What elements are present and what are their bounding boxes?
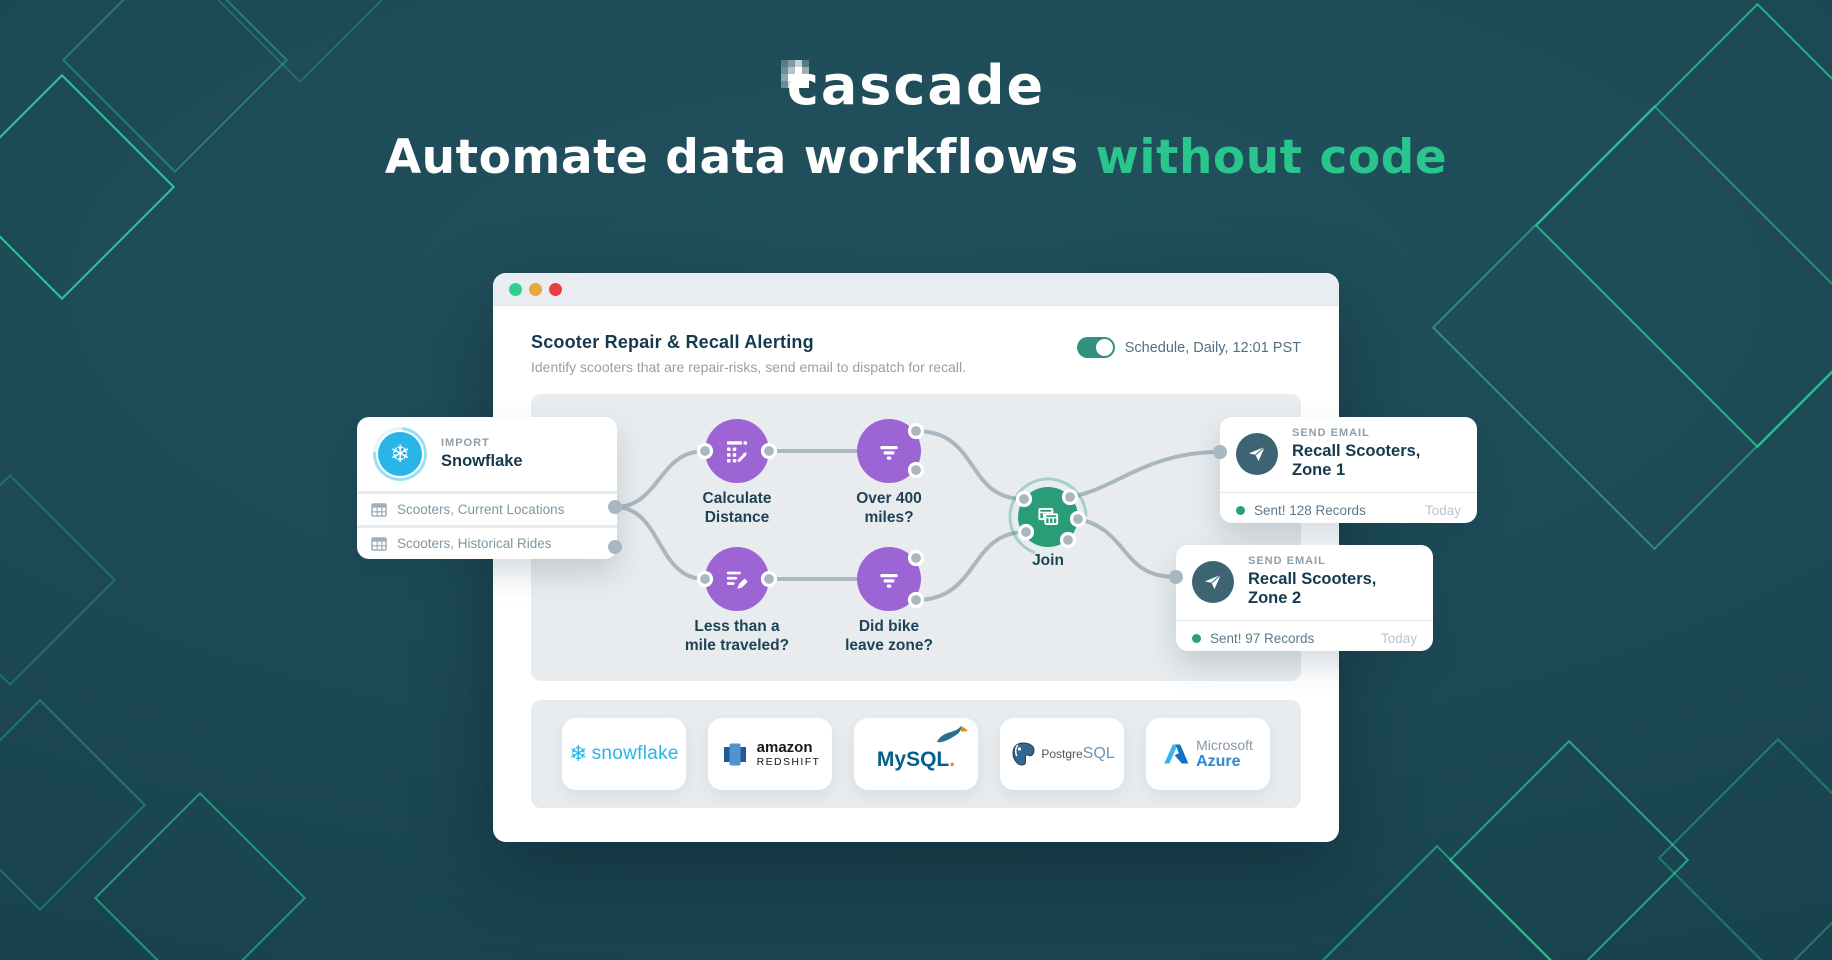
background-diamond xyxy=(1657,737,1832,960)
headline-accent-text: without code xyxy=(1095,130,1448,185)
status-when: Today xyxy=(1380,631,1417,646)
mysql-dolphin-icon xyxy=(937,726,969,743)
snowflake-logo-text: snowflake xyxy=(591,743,679,764)
filter-icon xyxy=(880,574,898,588)
edge-over400-to-join xyxy=(914,429,1026,501)
status-text: Sent! 97 Records xyxy=(1210,631,1315,646)
edge-locations-to-lessthan xyxy=(613,505,707,581)
send-email-icon xyxy=(1192,560,1234,603)
paper-plane-icon xyxy=(1248,445,1266,461)
email-card-name: Recall Scooters, Zone 2 xyxy=(1248,570,1377,607)
edge-didbike-to-join xyxy=(914,530,1028,602)
app-window: Scooter Repair & Recall Alerting Identif… xyxy=(493,273,1339,842)
headline: Automate data workflows without code xyxy=(0,130,1832,185)
filter-icon xyxy=(880,446,898,460)
node-label-calculate-distance: Calculate Distance xyxy=(702,490,772,526)
workflow-title: Scooter Repair & Recall Alerting xyxy=(531,332,814,352)
send-email-icon xyxy=(1236,432,1278,475)
node-did-bike-leave-zone[interactable] xyxy=(857,547,921,611)
email-card-name: Recall Scooters, Zone 1 xyxy=(1292,442,1421,479)
node-label-join: Join xyxy=(1032,552,1064,569)
traffic-light-red[interactable] xyxy=(549,283,562,296)
workflow-subtitle: Identify scooters that are repair-risks,… xyxy=(531,359,966,375)
postgresql-logo-text: PostgreSQL xyxy=(1041,745,1115,762)
import-table-row[interactable]: Scooters, Historical Rides xyxy=(357,525,617,559)
snowflake-icon: ❄ xyxy=(378,432,422,476)
import-table-row[interactable]: Scooters, Current Locations xyxy=(357,491,617,525)
send-email-card-zone-1[interactable]: SEND EMAIL Recall Scooters, Zone 1 Sent!… xyxy=(1220,417,1477,523)
brand-pixel-mosaic xyxy=(780,60,809,88)
import-card[interactable]: ❄ IMPORT Snowflake Scooters, Current Loc… xyxy=(357,417,617,559)
email-kind-label: SEND EMAIL xyxy=(1292,427,1370,439)
schedule-toggle[interactable] xyxy=(1076,337,1115,358)
node-calculate-distance[interactable] xyxy=(705,419,769,483)
integration-snowflake: ❄ snowflake xyxy=(562,718,686,790)
window-titlebar xyxy=(493,273,1339,306)
status-when: Today xyxy=(1424,503,1461,518)
send-email-card-zone-2[interactable]: SEND EMAIL Recall Scooters, Zone 2 Sent!… xyxy=(1176,545,1433,651)
edge-locations-to-calculate xyxy=(613,449,707,509)
redshift-logo-text: amazon REDSHIFT xyxy=(756,739,821,769)
background-diamond xyxy=(0,473,117,687)
azure-logo-icon xyxy=(1164,744,1189,764)
node-label-less-than-a-mile: Less than a mile traveled? xyxy=(684,618,790,654)
brand-wordmark: cascade xyxy=(786,54,1046,117)
azure-logo-text: Microsoft Azure xyxy=(1196,736,1253,770)
postgresql-elephant-icon xyxy=(1012,742,1035,766)
schedule-control: Schedule, Daily, 12:01 PST xyxy=(1076,337,1301,358)
brand-logo: cascade xyxy=(0,54,1832,117)
integration-microsoft-azure: Microsoft Azure xyxy=(1146,718,1270,790)
snowflake-logo-icon: ❄ xyxy=(569,741,588,767)
workflow-edges-layer xyxy=(613,429,1222,602)
node-over-400-miles[interactable] xyxy=(857,419,921,483)
node-join[interactable] xyxy=(1018,487,1078,547)
table-icon xyxy=(371,502,387,517)
toggle-knob xyxy=(1095,339,1113,356)
integration-mysql: MySQL. xyxy=(854,718,978,790)
integrations-strip: ❄ snowflake amazon REDSHIFT xyxy=(531,700,1301,808)
email-kind-label: SEND EMAIL xyxy=(1248,555,1326,567)
integration-amazon-redshift: amazon REDSHIFT xyxy=(708,718,832,790)
import-kind-label: IMPORT xyxy=(441,437,490,449)
status-dot xyxy=(1236,506,1245,515)
node-less-than-a-mile-traveled[interactable] xyxy=(705,547,769,611)
snowflake-ring: ❄ xyxy=(373,427,427,481)
edge-join-to-zone2 xyxy=(1076,517,1178,579)
node-label-over-400-miles: Over 400 miles? xyxy=(856,490,922,526)
calculator-icon xyxy=(727,441,747,463)
status-dot xyxy=(1192,634,1201,643)
mysql-logo-text: MySQL. xyxy=(876,748,956,771)
status-text: Sent! 128 Records xyxy=(1254,503,1366,518)
import-table-label: Scooters, Historical Rides xyxy=(397,536,552,551)
redshift-logo-icon xyxy=(723,743,746,766)
paper-plane-icon xyxy=(1204,573,1222,589)
node-label-did-bike-leave-zone: Did bike leave zone? xyxy=(845,618,933,654)
traffic-light-green[interactable] xyxy=(509,283,522,296)
schedule-label: Schedule, Daily, 12:01 PST xyxy=(1124,339,1301,356)
import-source-name: Snowflake xyxy=(441,452,523,470)
traffic-light-yellow[interactable] xyxy=(529,283,542,296)
join-tables-icon xyxy=(1038,507,1059,525)
edit-note-icon xyxy=(726,571,748,589)
integration-postgresql: PostgreSQL xyxy=(1000,718,1124,790)
headline-white-text: Automate data workflows xyxy=(384,130,1096,185)
edge-join-to-zone1 xyxy=(1068,450,1222,499)
import-table-label: Scooters, Current Locations xyxy=(397,502,565,517)
table-icon xyxy=(371,536,387,551)
